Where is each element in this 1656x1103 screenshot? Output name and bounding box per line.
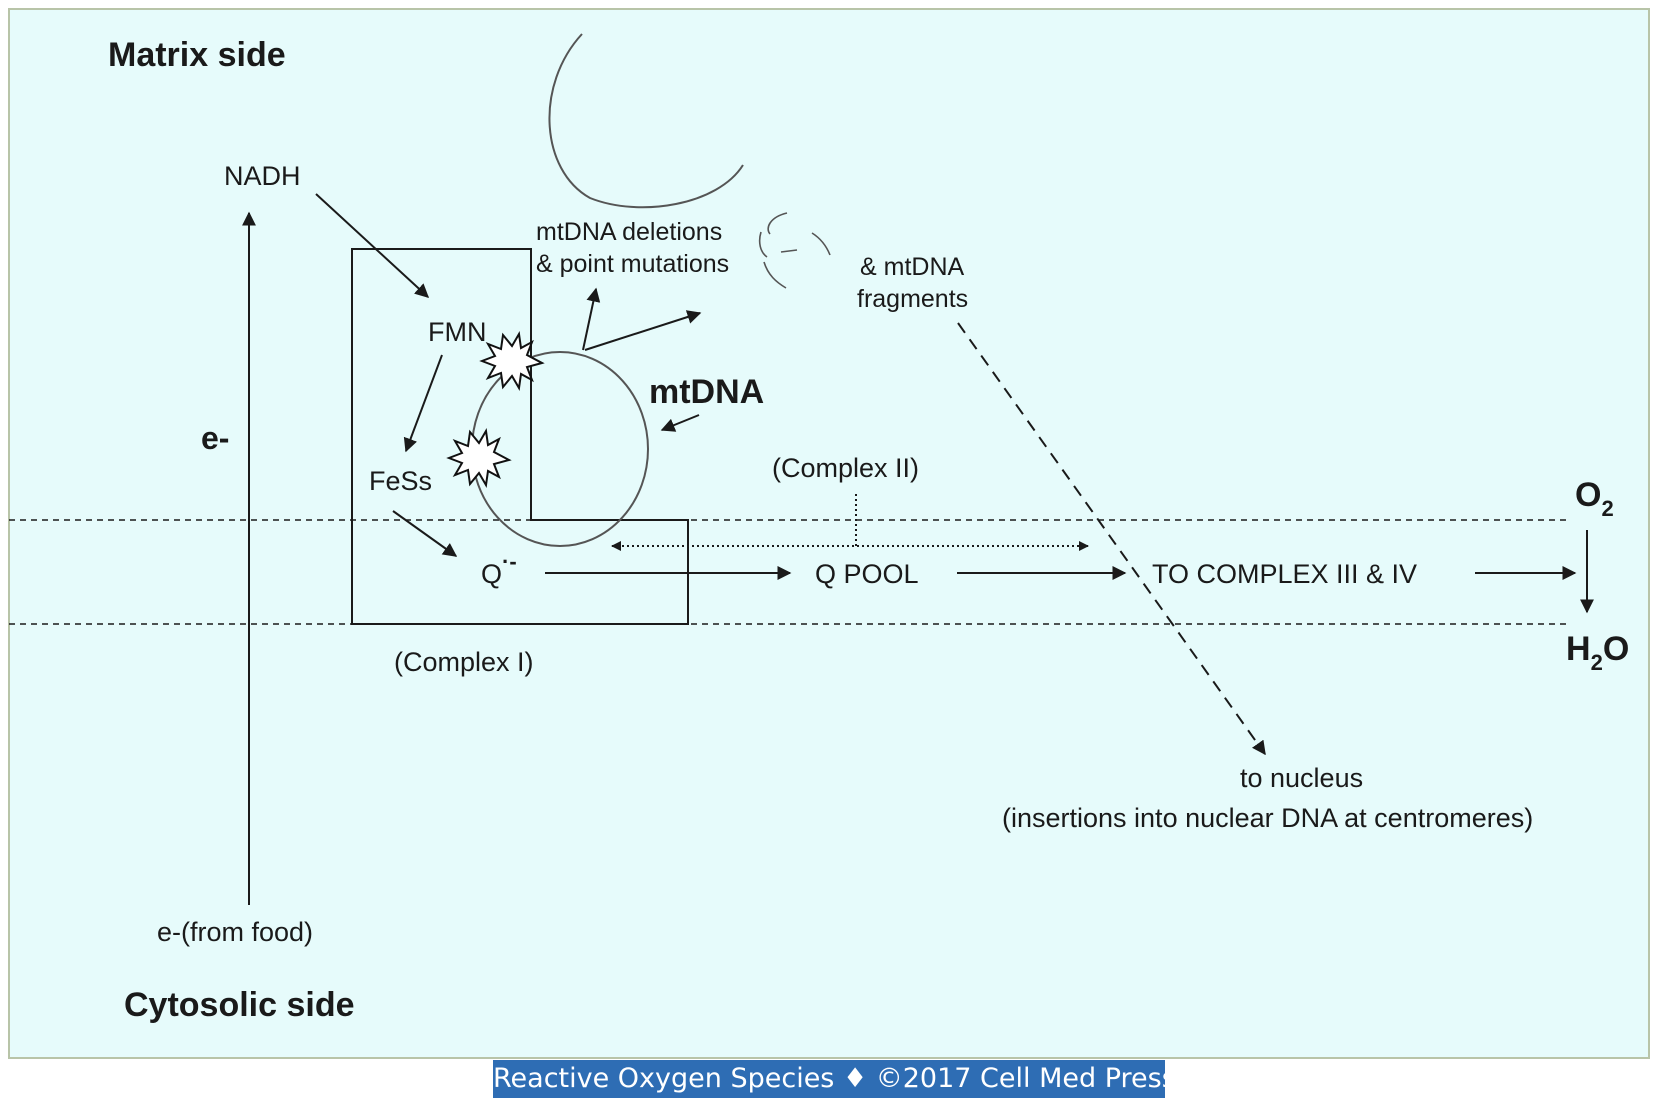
o2-subscript: 2 [1601,496,1613,521]
h2o-o: O [1603,630,1629,668]
mtdna-fragments-line-2: fragments [857,285,968,313]
mtdna-label: mtDNA [649,373,764,411]
starburst-fess-icon [446,428,512,488]
h2o-label: H2O [1566,630,1629,675]
o2-main: O [1575,476,1601,514]
fess-to-q-arrow [392,510,458,557]
e-minus-label: e- [201,420,229,456]
fmn-label: FMN [428,317,486,347]
diagram-panel [8,8,1650,1059]
fragment-mark-2 [758,231,768,258]
h2o-h: H [1566,630,1591,668]
matrix-side-label: Matrix side [108,36,286,74]
nadh-to-fmn-arrow [315,193,430,298]
h2o-subscript: 2 [1591,650,1603,675]
o2-label: O2 [1575,476,1614,521]
complex-i-label: (Complex I) [394,647,534,677]
nadh-label: NADH [224,161,301,191]
fragment-mark-1 [767,212,788,235]
fragment-mark-5 [811,232,831,256]
fragments-to-nucleus-arrow [957,322,1266,756]
mtdna-deletions-line-1: mtDNA deletions [536,218,722,246]
cytosolic-side-label: Cytosolic side [124,986,355,1024]
fragment-mark-3 [763,261,787,289]
e-from-food-label: e-(from food) [157,917,313,947]
fragment-mark-4 [780,249,798,253]
complex-i-outline [351,248,689,625]
complex-ii-label: (Complex II) [772,453,919,483]
mtdna-fragments-line-1: & mtDNA [860,253,965,281]
starburst-fmn-icon [479,331,545,391]
to-nucleus-line-1: to nucleus [1240,763,1363,793]
q-radical-label: Q·- [481,549,517,589]
q-radical-base: Q [481,559,502,589]
to-complex-label: TO COMPLEX III & IV [1152,559,1417,589]
mtdna-up-arrow [582,287,601,351]
fmn-to-fess-arrow [403,354,443,453]
mtdna-deletions-line-2: & point mutations [536,250,729,278]
mtdna-label-arrow [660,414,700,432]
mtdna-right-arrow [584,310,702,351]
copyright-footer: Reactive Oxygen Species ♦ ©2017 Cell Med… [493,1060,1176,1098]
mtdna-arc-fragment [548,33,744,209]
to-nucleus-line-2: (insertions into nuclear DNA at centrome… [1002,803,1533,833]
fess-label: FeSs [369,466,432,496]
q-pool-label: Q POOL [815,559,919,589]
q-radical-superscript: ·- [502,549,517,574]
